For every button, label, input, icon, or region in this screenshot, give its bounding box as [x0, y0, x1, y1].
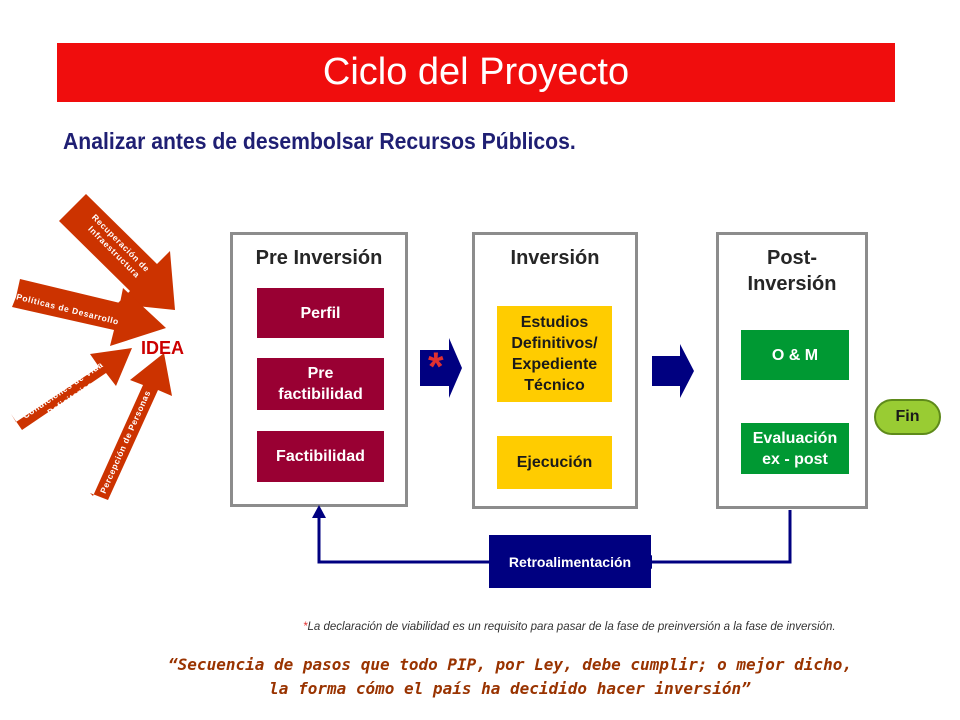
stage-factibilidad: Factibilidad: [257, 431, 384, 482]
stage-prefactibilidad: Pre factibilidad: [257, 358, 384, 410]
idea-label: IDEA: [141, 338, 185, 358]
viability-asterisk: *: [428, 345, 444, 389]
feedback-line-right: [652, 510, 792, 564]
origin-arrows: Recuperación de Infraestructura Política…: [11, 194, 175, 500]
footnote-text: La declaración de viabilidad es un requi…: [307, 621, 836, 633]
feedback-line-left: [317, 518, 489, 564]
origin-label-percepcion: Percepción de Personas: [98, 389, 153, 495]
stage-perfil: Perfil: [257, 288, 384, 338]
origin-label-condiciones-1: Condiciones de Vida: [21, 359, 105, 420]
quote-line-2: la forma cómo el país ha decidido hacer …: [269, 679, 751, 698]
fin-terminal: Fin: [874, 399, 941, 435]
stage-ejecucion: Ejecución: [497, 436, 612, 489]
stage-operacion-mantenimiento: O & M: [741, 330, 849, 380]
phase-preinversion-title: Pre Inversión: [255, 247, 383, 269]
origin-arrow-condiciones: Condiciones de Vida Deficitarias: [11, 348, 132, 430]
page-title: Ciclo del Proyecto: [322, 51, 630, 93]
arrow-inversion-to-post: [652, 344, 694, 398]
phase-postinversion-title: Post- Inversión: [747, 247, 837, 295]
footnote: *La declaración de viabilidad es un requ…: [303, 621, 836, 633]
stage-estudios-definitivos: Estudios Definitivos/ Expediente Técnico: [497, 306, 612, 402]
feedback-arrowhead-left: [312, 505, 326, 518]
feedback-box: Retroalimentación: [489, 535, 651, 588]
subtitle: Analizar antes de desembolsar Recursos P…: [63, 128, 576, 154]
stage-evaluacion-ex-post: Evaluación ex - post: [741, 423, 849, 474]
title-bar: Ciclo del Proyecto: [57, 43, 895, 102]
quote: “Secuencia de pasos que todo PIP, por Le…: [100, 653, 920, 701]
arrow-pre-to-inversion: [420, 338, 462, 398]
quote-line-1: “Secuencia de pasos que todo PIP, por Le…: [168, 655, 852, 674]
phase-inversion-title: Inversión: [510, 247, 600, 269]
footnote-star: *: [303, 621, 308, 633]
